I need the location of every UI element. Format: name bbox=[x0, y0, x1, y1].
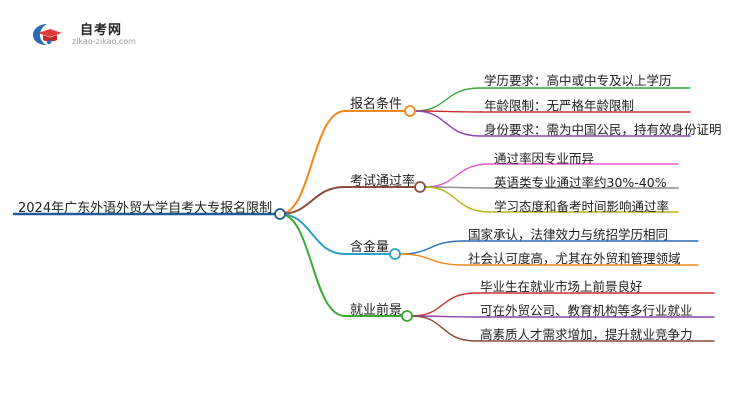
root-topic[interactable]: 2024年广东外语外贸大学自考大专报名限制 bbox=[18, 201, 273, 216]
leaf-connector-3-2 bbox=[411, 315, 477, 342]
leaf-national-recognition[interactable]: 国家承认，法律效力与统招学历相同 bbox=[468, 227, 669, 242]
branch-exam-pass-rate[interactable]: 考试通过率 bbox=[350, 174, 416, 189]
branch-node-2[interactable] bbox=[389, 248, 401, 260]
leaf-english-pass-rate[interactable]: 英语类专业通过率约30%-40% bbox=[494, 175, 667, 190]
leaf-age-limit[interactable]: 年龄限制：无严格年龄限制 bbox=[484, 98, 635, 113]
leaf-identity-requirement[interactable]: 身份要求：需为中国公民，持有效身份证明 bbox=[484, 122, 722, 137]
logo-name: 自考网 bbox=[80, 23, 123, 38]
leaf-connector-3-0 bbox=[411, 292, 477, 317]
branch-career-prospects[interactable]: 就业前景 bbox=[350, 303, 403, 318]
branch-connector-2 bbox=[279, 213, 346, 255]
leaf-multi-industry-jobs[interactable]: 可在外贸公司、教育机构等多行业就业 bbox=[480, 303, 693, 318]
leaf-talent-demand[interactable]: 高素质人才需求增加，提升就业竞争力 bbox=[480, 327, 693, 342]
branch-node-3[interactable] bbox=[401, 310, 413, 322]
root-node[interactable] bbox=[274, 208, 286, 220]
leaf-graduate-prospects[interactable]: 毕业生在就业市场上前景良好 bbox=[480, 279, 643, 294]
leaf-connector-0-0 bbox=[414, 87, 481, 112]
branch-connector-3 bbox=[279, 213, 346, 317]
leaf-education-requirement[interactable]: 学历要求：高中或中专及以上学历 bbox=[484, 73, 672, 88]
branch-node-0[interactable] bbox=[404, 105, 416, 117]
leaf-connector-2-0 bbox=[399, 240, 465, 255]
site-logo[interactable]: 自考网 zikao-zikao.com bbox=[30, 18, 190, 48]
graduation-cap-icon bbox=[33, 24, 62, 45]
branch-connector-1 bbox=[279, 186, 346, 215]
branch-value[interactable]: 含金量 bbox=[350, 240, 390, 255]
leaf-study-attitude[interactable]: 学习态度和备考时间影响通过率 bbox=[494, 199, 670, 214]
leaf-pass-rate-varies[interactable]: 通过率因专业而异 bbox=[494, 151, 595, 166]
leaf-social-recognition[interactable]: 社会认可度高，尤其在外贸和管理领域 bbox=[468, 251, 681, 266]
logo-url: zikao-zikao.com bbox=[72, 37, 136, 46]
leaf-connector-1-2 bbox=[424, 186, 491, 213]
branch-connector-0 bbox=[279, 110, 346, 215]
branch-node-1[interactable] bbox=[414, 181, 426, 193]
leaf-connector-0-2 bbox=[414, 110, 481, 137]
branch-registration-conditions[interactable]: 报名条件 bbox=[350, 97, 403, 112]
leaf-connector-2-1 bbox=[399, 253, 465, 266]
leaf-connector-1-0 bbox=[424, 163, 491, 188]
